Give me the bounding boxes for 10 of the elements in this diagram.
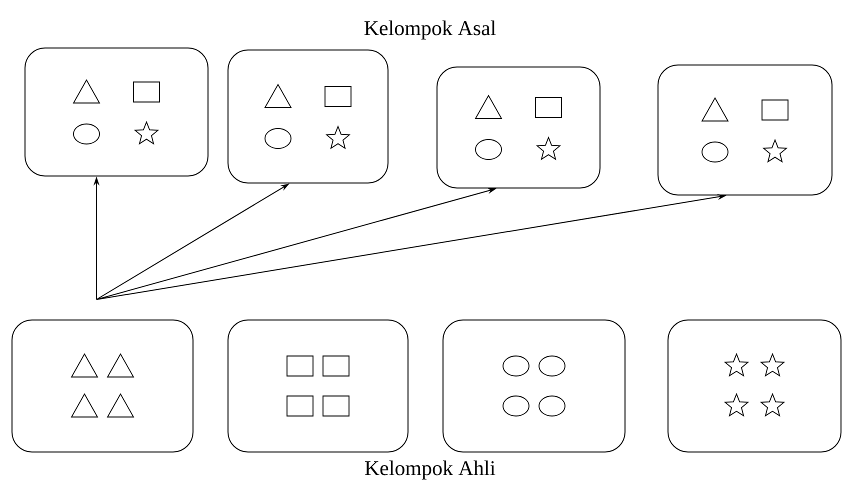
title: Kelompok Asal (364, 20, 496, 40)
caption: Kelompok Ahli (365, 460, 496, 480)
group-box (228, 50, 388, 184)
group-box (658, 64, 833, 196)
group-box (12, 320, 194, 452)
group-box (436, 66, 600, 188)
group-box (668, 320, 842, 452)
group-box (228, 320, 408, 452)
group-box (24, 48, 208, 176)
group-box (442, 320, 626, 452)
